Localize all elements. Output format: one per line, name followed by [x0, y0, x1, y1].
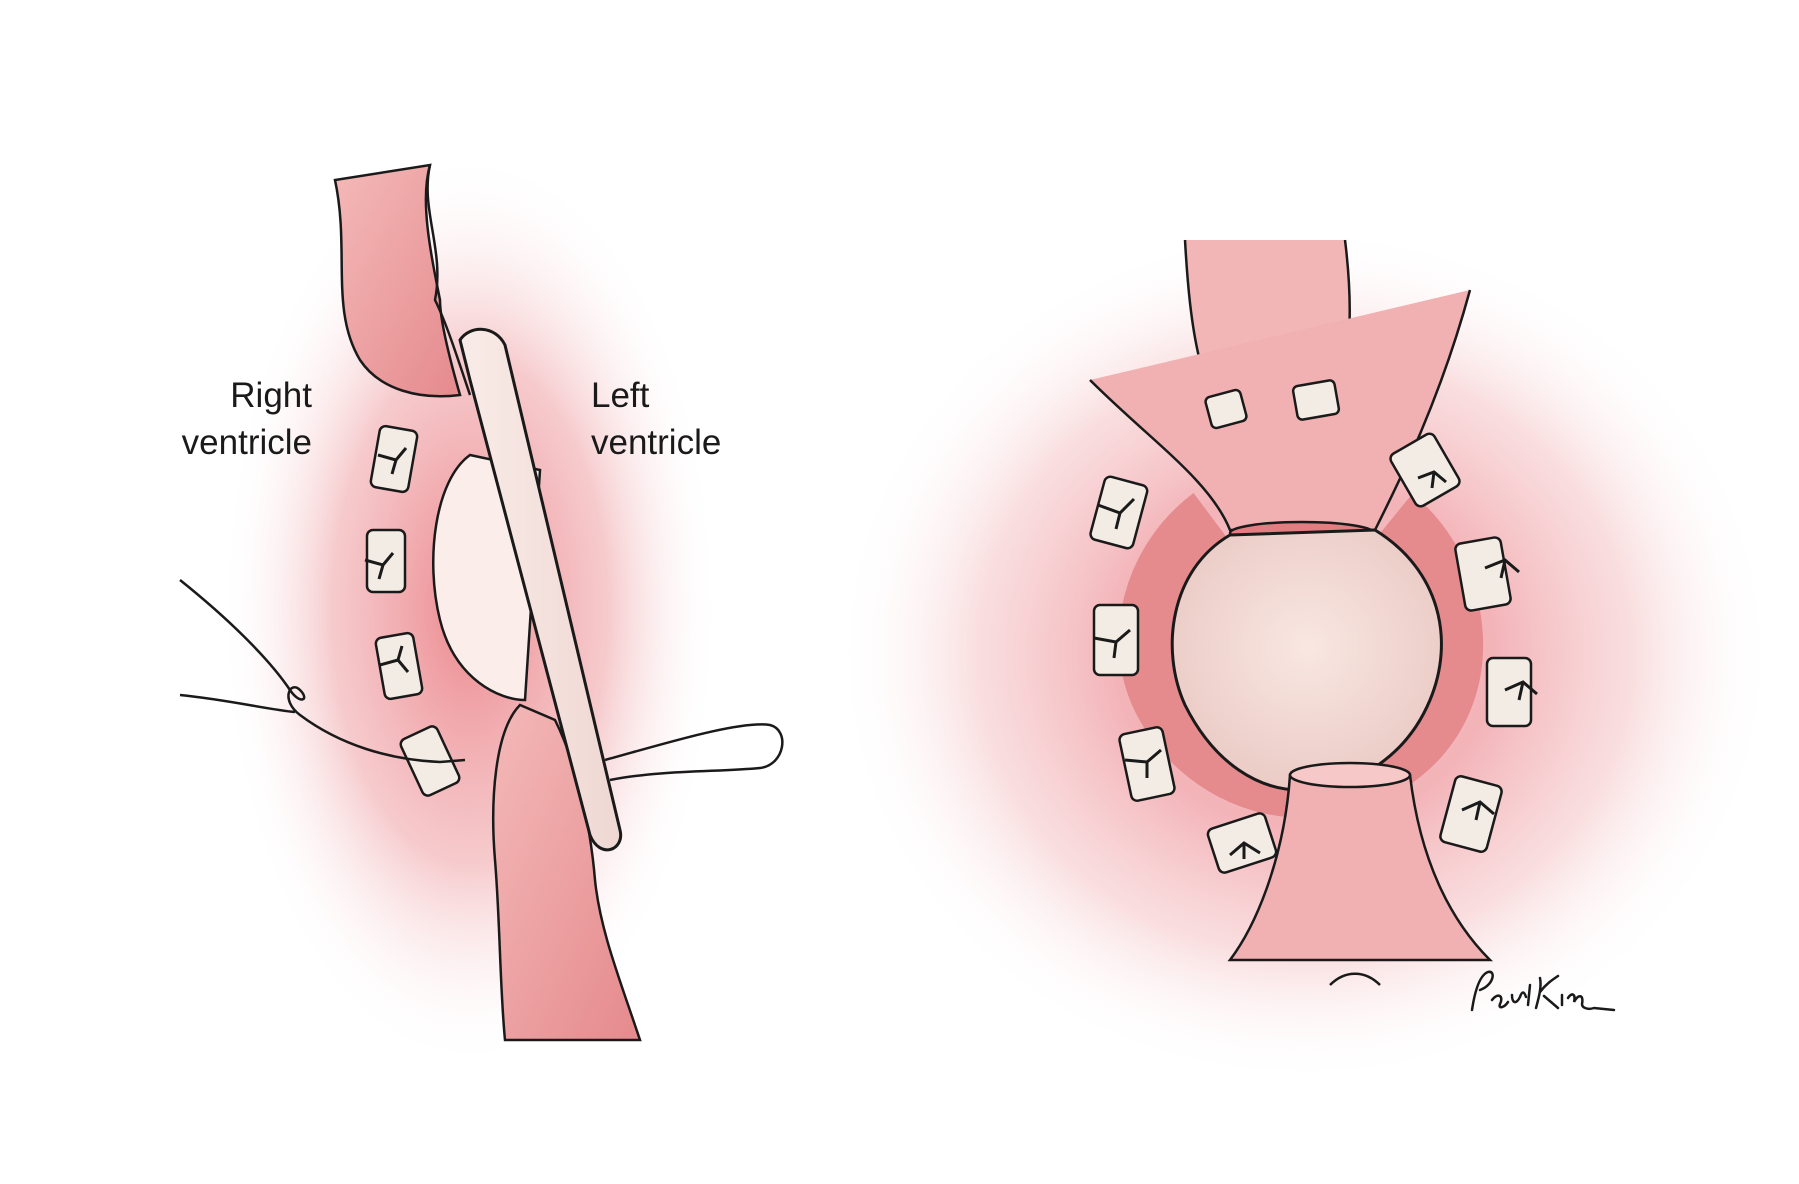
- upper-septum: [333, 163, 462, 398]
- pledgets-left: [364, 424, 461, 797]
- muscle-band-bottom-v: [1329, 972, 1381, 986]
- upper-septum-edge: [426, 164, 472, 396]
- suture-knot: [1417, 470, 1447, 489]
- pledget: [1485, 656, 1533, 728]
- pledget: [1204, 388, 1248, 430]
- label-right-ventricle-line2: ventricle: [181, 423, 312, 462]
- suture-knot: [364, 552, 395, 580]
- label-right-ventricle: Right ventricle: [150, 372, 312, 466]
- en-face-view: [835, 225, 1775, 1085]
- cross-section-view: [179, 150, 784, 1070]
- suture-loop: [604, 723, 784, 782]
- pledget: [374, 631, 424, 701]
- suture-knot: [377, 447, 408, 475]
- pledget: [1439, 775, 1503, 853]
- suture-knot: [1484, 558, 1520, 579]
- suture-knot: [379, 645, 410, 673]
- pledget: [1389, 432, 1461, 508]
- patch: [458, 327, 623, 852]
- artist-signature: [1470, 970, 1616, 1012]
- pledget: [1092, 603, 1140, 677]
- pledget: [1454, 536, 1512, 612]
- suture-knot: [1093, 628, 1131, 659]
- suture-knot: [1229, 841, 1261, 859]
- suture-strand: [179, 693, 296, 714]
- suture-knot: [1097, 497, 1136, 530]
- band-cut-bottom: [1288, 761, 1412, 789]
- suture-knot: [1124, 748, 1162, 778]
- suture-knot: [1504, 680, 1538, 701]
- pledget: [1291, 379, 1341, 421]
- suture-knot: [1461, 800, 1495, 821]
- label-left-ventricle-line1: Left: [591, 376, 650, 415]
- pledgets-right: [1089, 379, 1538, 874]
- label-right-ventricle-line1: Right: [230, 376, 312, 415]
- label-left-ventricle-line2: ventricle: [591, 423, 722, 462]
- label-left-ventricle: Left ventricle: [591, 372, 791, 466]
- muscle-band-bottom: [1227, 773, 1494, 962]
- suture-strand: [179, 579, 466, 764]
